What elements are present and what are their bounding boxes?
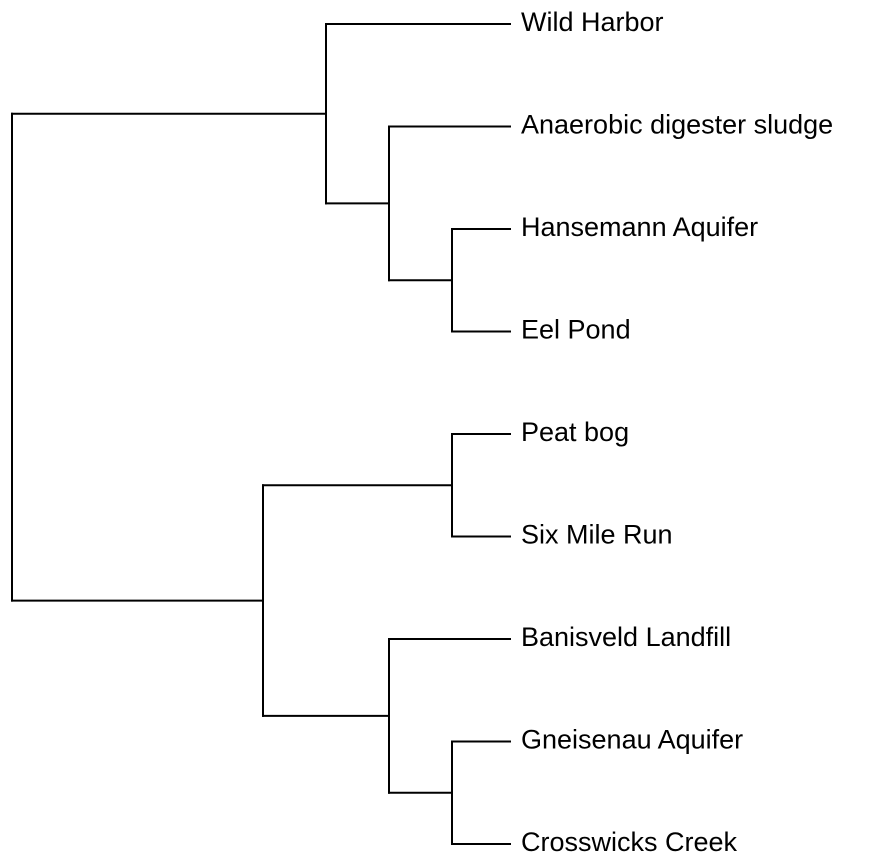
dendrogram-branches — [11, 23, 511, 845]
leaf-label: Anaerobic digester sludge — [521, 110, 833, 140]
leaf-label: Crosswicks Creek — [521, 827, 738, 857]
leaf-label: Gneisenau Aquifer — [521, 725, 743, 755]
leaf-label: Banisveld Landfill — [521, 622, 731, 652]
leaf-label: Peat bog — [521, 417, 629, 447]
leaf-label: Six Mile Run — [521, 520, 673, 550]
leaf-label: Eel Pond — [521, 315, 631, 345]
leaf-label: Hansemann Aquifer — [521, 212, 758, 242]
leaf-label: Wild Harbor — [521, 7, 664, 37]
